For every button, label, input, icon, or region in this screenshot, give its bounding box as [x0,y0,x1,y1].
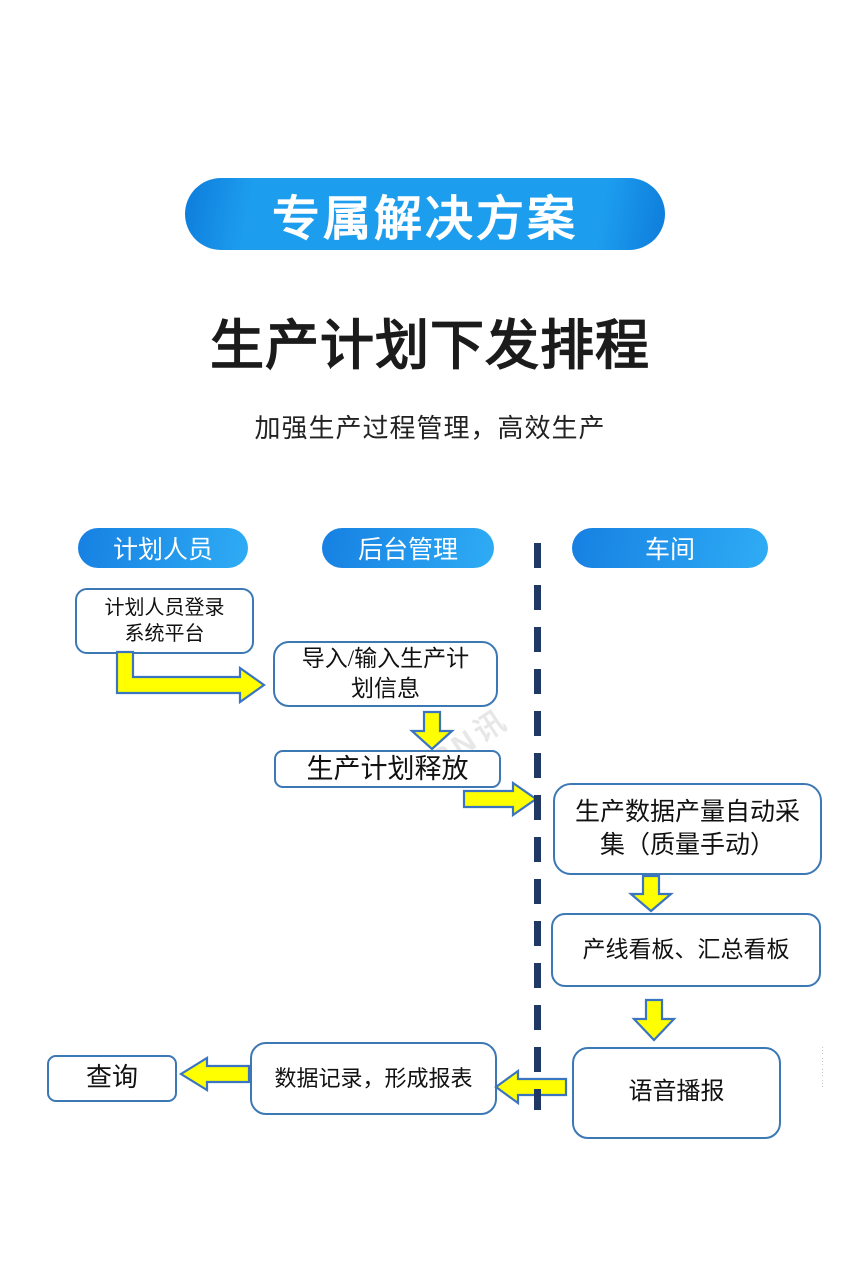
node-voice-broadcast: 语音播报 [572,1047,781,1139]
top-banner: 专属解决方案 [185,178,665,250]
arrow-collect-to-kanban [628,874,674,913]
arrow-kanban-to-voice [631,998,677,1042]
node-plan-release: 生产计划释放 [274,750,501,788]
lane-header-workshop: 车间 [572,528,768,568]
node-kanban-boards: 产线看板、汇总看板 [551,913,821,987]
arrow-voice-to-report [494,1068,568,1106]
page-title: 生产计划下发排程 [210,316,650,376]
faint-watermark-dots: ⋯⋯⋯⋯ [818,1046,828,1090]
lane-header-backend-label: 后台管理 [357,536,458,564]
lane-header-planner-label: 计划人员 [112,536,213,564]
page-subtitle: 加强生产过程管理，高效生产 [254,413,606,443]
node-data-report: 数据记录，形成报表 [250,1042,497,1115]
lane-header-workshop-label: 车间 [644,536,695,564]
arrow-login-to-import [115,650,266,705]
node-import-plan: 导入/输入生产计 划信息 [273,641,498,707]
top-banner-label: 专属解决方案 [271,193,578,246]
arrow-report-to-query [178,1056,251,1092]
node-login-platform: 计划人员登录 系统平台 [75,588,254,654]
lane-header-planner: 计划人员 [78,528,248,568]
node-query: 查询 [47,1055,177,1102]
lane-header-backend: 后台管理 [322,528,494,568]
node-data-collection: 生产数据产量自动采 集（质量手动） [553,783,822,875]
